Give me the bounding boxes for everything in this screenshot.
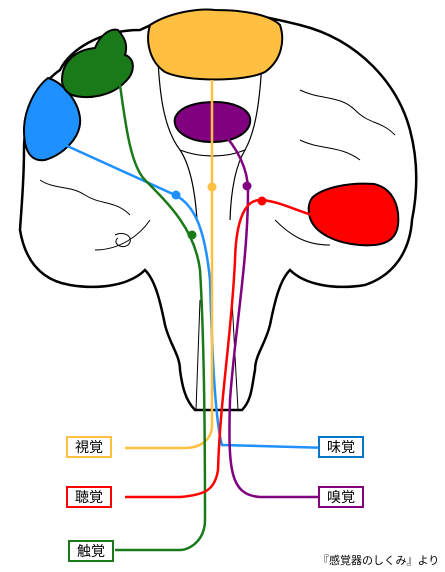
taste-label: 味覚 bbox=[318, 436, 364, 458]
brain-outline bbox=[18, 10, 418, 412]
hearing-junction-dot bbox=[257, 196, 267, 206]
hearing-pathway bbox=[125, 198, 313, 499]
touch-pathway bbox=[115, 84, 207, 552]
upper-cortex-area bbox=[147, 8, 284, 81]
brain-fold-4 bbox=[94, 219, 151, 251]
hearing-label: 聴覚 bbox=[66, 486, 112, 508]
auditory-cortex-area bbox=[307, 182, 400, 247]
visual-cortex-area bbox=[22, 76, 82, 162]
smell-junction-dot bbox=[242, 181, 252, 191]
brain-fold-7 bbox=[299, 89, 396, 136]
source-caption: 『感覚器のしくみ』より bbox=[318, 554, 440, 567]
vision-pathway bbox=[64, 143, 331, 450]
brain-fold-5 bbox=[274, 219, 331, 246]
brain-fold-1 bbox=[157, 59, 198, 221]
brain-fold-8 bbox=[299, 139, 361, 161]
brain-fold-2 bbox=[229, 59, 263, 221]
smell-pathway bbox=[219, 129, 330, 499]
brain-fold-9 bbox=[114, 232, 131, 248]
orange-junction-dot bbox=[207, 182, 217, 192]
brain-fold-6 bbox=[39, 179, 131, 216]
touch-label: 触覚 bbox=[68, 540, 114, 562]
vision-label: 視覚 bbox=[66, 436, 112, 458]
touch-junction-dot bbox=[187, 230, 197, 240]
vision-junction-dot bbox=[171, 190, 181, 200]
brainstem-left bbox=[195, 299, 201, 411]
smell-label: 嗅覚 bbox=[318, 486, 364, 508]
touch-cortex-area bbox=[60, 28, 134, 99]
